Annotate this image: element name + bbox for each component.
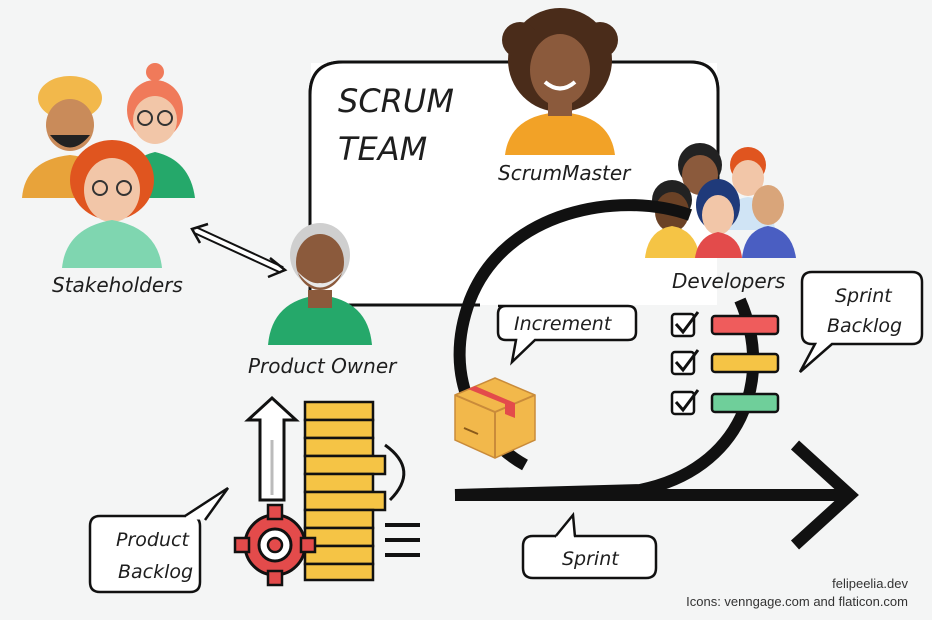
sprint-callout: Sprint (521, 511, 658, 580)
developers-label: Developers (672, 269, 785, 293)
sprint-backlog-checklist (670, 311, 780, 416)
product-backlog-label-line2: Backlog (118, 561, 193, 583)
sprint-backlog-callout: Sprint Backlog (798, 270, 924, 373)
increment-label: Increment (514, 313, 613, 335)
stakeholder-po-arrow (190, 222, 288, 279)
package-icon (454, 377, 536, 459)
sprint-label: Sprint (562, 548, 620, 570)
stakeholders-avatar (22, 63, 195, 268)
increment-callout: Increment (496, 304, 638, 366)
scrum-team-title-line2: TEAM (338, 130, 427, 168)
gear-icon (233, 503, 317, 587)
scrum-master-avatar (502, 8, 618, 155)
sprint-backlog-label-line2: Backlog (827, 315, 902, 337)
product-backlog-stack (244, 395, 420, 582)
product-backlog-label-line1: Product (116, 529, 190, 551)
credit-icons: Icons: venngage.com and flaticon.com (686, 594, 908, 609)
scrum-master-label: ScrumMaster (498, 161, 632, 185)
scrum-team-title-line1: SCRUM (338, 82, 454, 120)
credit-site: felipeelia.dev (832, 576, 908, 591)
sprint-backlog-label-line1: Sprint (835, 285, 893, 307)
stakeholders-label: Stakeholders (52, 273, 183, 297)
product-backlog-callout: Product Backlog (88, 486, 230, 594)
product-owner-label: Product Owner (248, 354, 398, 378)
product-owner-avatar (268, 223, 372, 345)
